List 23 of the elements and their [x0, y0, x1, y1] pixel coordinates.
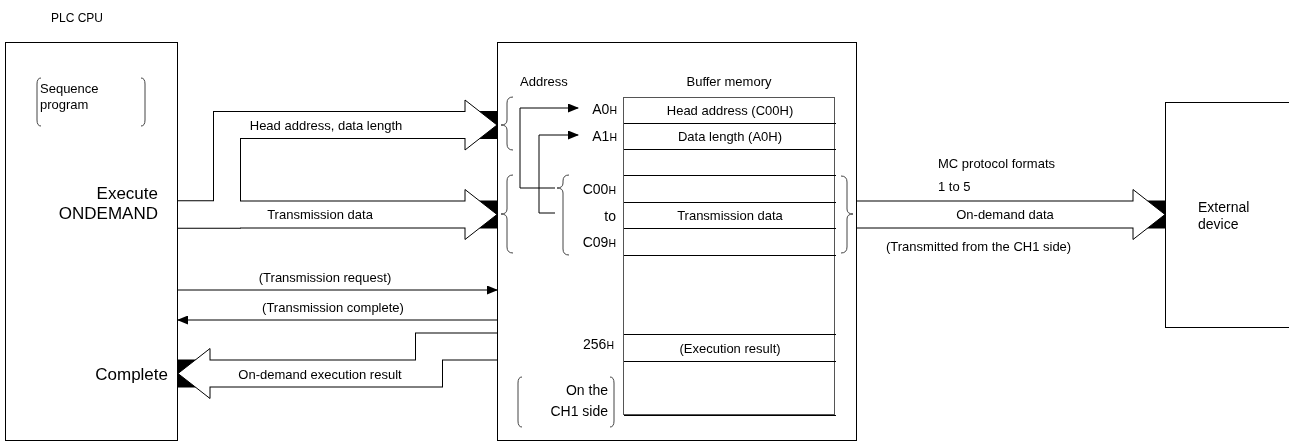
- program-text: Sequence program: [40, 81, 100, 113]
- status-text: Complete: [94, 365, 168, 386]
- arrow: [177, 285, 498, 295]
- device-box: [1165, 102, 1289, 328]
- broad-arrow: [857, 189, 1166, 240]
- broad-arrow: [177, 332, 497, 399]
- device-text: External device: [1198, 199, 1251, 233]
- arrow: [538, 130, 579, 214]
- module-box: [497, 42, 857, 441]
- cell-text: (Execution result): [679, 340, 781, 356]
- cell-text: Head address (C00H): [666, 103, 794, 118]
- instruction-text: Execute ONDEMAND: [57, 184, 158, 225]
- protocol-note: MC protocol formats 1 to 5: [938, 155, 1057, 196]
- table-heading: Buffer memory: [685, 74, 773, 90]
- arrow: [519, 103, 579, 189]
- box-heading: PLC CPU: [51, 11, 104, 26]
- arrow: [177, 315, 498, 325]
- cell-text: Transmission data: [677, 208, 783, 223]
- side-note: On the CH1 side: [549, 381, 608, 421]
- broad-arrow: [178, 189, 498, 240]
- note-text: (Transmitted from the CH1 side): [886, 239, 1072, 255]
- column-heading: Address: [520, 74, 568, 90]
- cell-text: Data length (A0H): [677, 129, 783, 144]
